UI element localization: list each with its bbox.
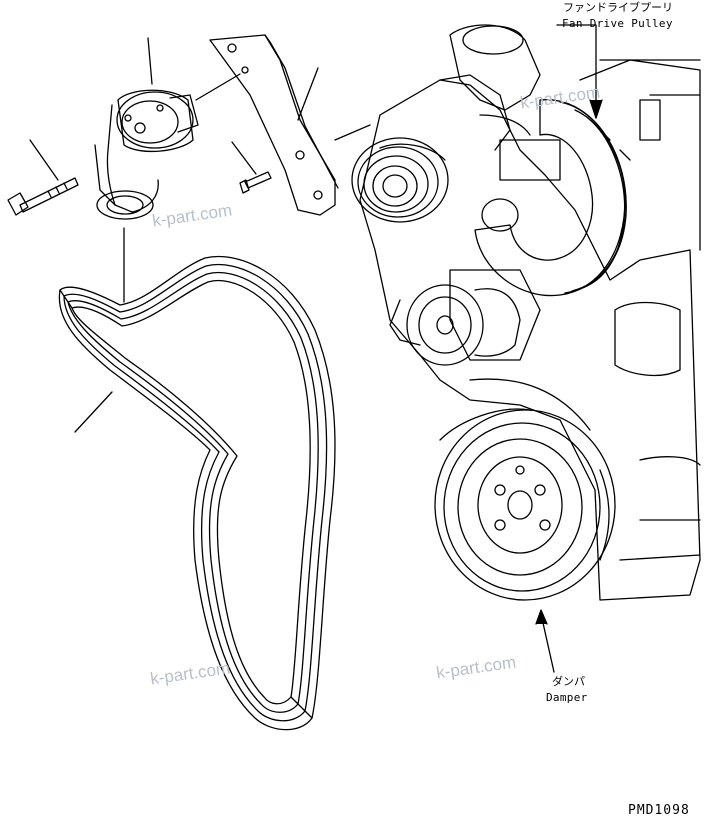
- fan-drive-pulley-label-jp: ファンドライブプーリ: [563, 1, 673, 14]
- leader-lines: [29, 24, 603, 673]
- belt-tensioner: [94, 89, 199, 303]
- fan-drive-pulley-label-en: Fan Drive Pulley: [562, 17, 673, 30]
- fan-drive-pulley: [474, 99, 627, 297]
- bracket-plate: [209, 34, 339, 216]
- engine-front-cover: [359, 59, 701, 601]
- small-bolt: [239, 171, 272, 194]
- v-belt: [58, 255, 336, 731]
- damper-label-jp: ダンパ: [552, 675, 585, 688]
- damper-label-en: Damper: [546, 691, 588, 704]
- water-pump: [439, 24, 561, 181]
- crankshaft-damper: [434, 408, 616, 601]
- mounting-bolt: [7, 177, 79, 216]
- idler-pulley: [389, 284, 521, 366]
- drawing-code: PMD1098: [628, 803, 690, 818]
- water-pump-pulley: [351, 137, 449, 223]
